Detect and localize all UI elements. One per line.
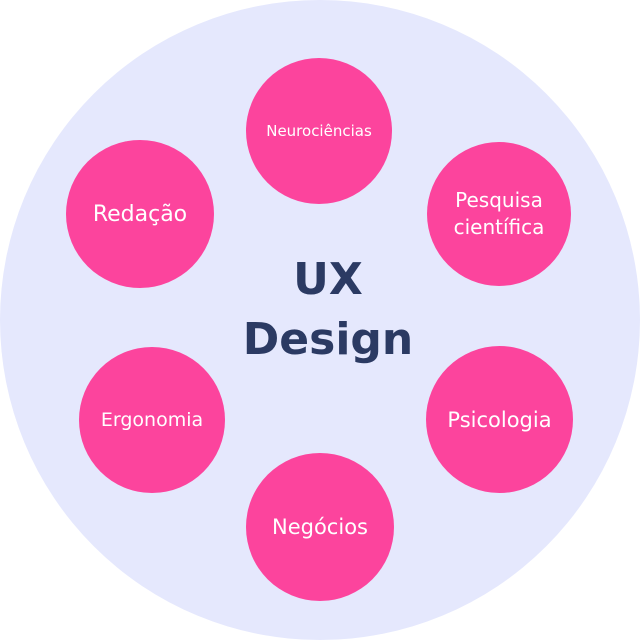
node-redacao-label: Redação [92,201,188,227]
node-psicologia-label: Psicologia [447,407,552,432]
node-redacao: Redação [66,140,214,288]
node-negocios-label: Negócios [272,515,368,539]
center-title-line-1: UX [293,254,363,305]
node-pesquisa-cientifica: Pesquisa científica [427,142,571,286]
center-title: UX Design [200,250,456,370]
node-neurociencias: Neurociências [246,58,392,204]
node-pesquisa-label-line-2: científica [453,215,545,239]
node-neurociencias-label: Neurociências [266,122,372,140]
node-ergonomia-label: Ergonomia [100,409,204,431]
node-psicologia: Psicologia [426,346,573,493]
node-ergonomia: Ergonomia [79,347,225,493]
center-title-line-2: Design [242,314,414,365]
node-negocios: Negócios [246,453,394,601]
node-pesquisa-label-line-1: Pesquisa [455,188,543,212]
